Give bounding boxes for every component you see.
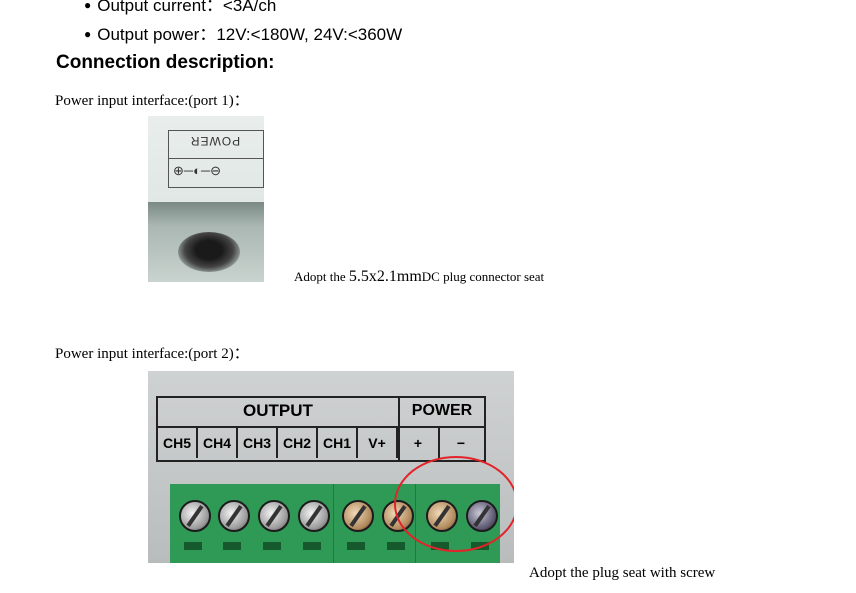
spec-output-power: ●Output power：12V:<180W, 24V:<360W — [84, 25, 403, 44]
spec-list: ●Output current：<3A/ch ●Output power：12V… — [84, 0, 402, 49]
terminal-block-photo: OUTPUT POWER CH5 CH4 CH3 CH2 CH1 V+ + − — [148, 371, 514, 563]
channel-label: CH3 — [238, 428, 278, 458]
terminal-label-panel: OUTPUT POWER CH5 CH4 CH3 CH2 CH1 V+ + − — [156, 396, 486, 462]
screw-icon — [179, 500, 211, 532]
screw-icon — [298, 500, 330, 532]
channel-label: − — [456, 435, 466, 451]
screw-icon — [258, 500, 290, 532]
output-header: OUTPUT — [243, 401, 313, 420]
highlight-circle — [394, 456, 514, 552]
channel-label: CH1 — [318, 428, 358, 458]
port2-label: Power input interface:(port 2)： — [55, 346, 249, 362]
bullet-icon: ● — [84, 0, 92, 12]
dc-jack-photo: POWER ⊕─◐─⊖ — [148, 116, 264, 282]
port2-caption: Adopt the plug seat with screw — [529, 565, 716, 581]
power-marking-text: POWER — [189, 134, 241, 148]
channel-label: V+ — [358, 428, 398, 458]
channel-label: CH2 — [278, 428, 318, 458]
screw-icon — [342, 500, 374, 532]
polarity-icon: ⊕─◐─⊖ — [173, 163, 222, 178]
channel-label: CH4 — [198, 428, 238, 458]
power-marking: POWER ⊕─◐─⊖ — [168, 130, 264, 188]
power-header: POWER — [411, 402, 473, 419]
channel-label: + — [398, 428, 440, 458]
port1-caption: Adopt the 5.5x2.1mmDC plug connector sea… — [294, 268, 545, 285]
section-title: Connection description: — [56, 52, 275, 73]
bullet-icon: ● — [84, 27, 92, 41]
channel-labels: CH5 CH4 CH3 CH2 CH1 V+ + − — [158, 428, 482, 458]
channel-label: CH5 — [158, 428, 198, 458]
screw-icon — [218, 500, 250, 532]
port1-label: Power input interface:(port 1)： — [55, 93, 249, 109]
spec-output-current: ●Output current：<3A/ch — [84, 0, 277, 15]
dc-jack-hole — [178, 232, 240, 272]
